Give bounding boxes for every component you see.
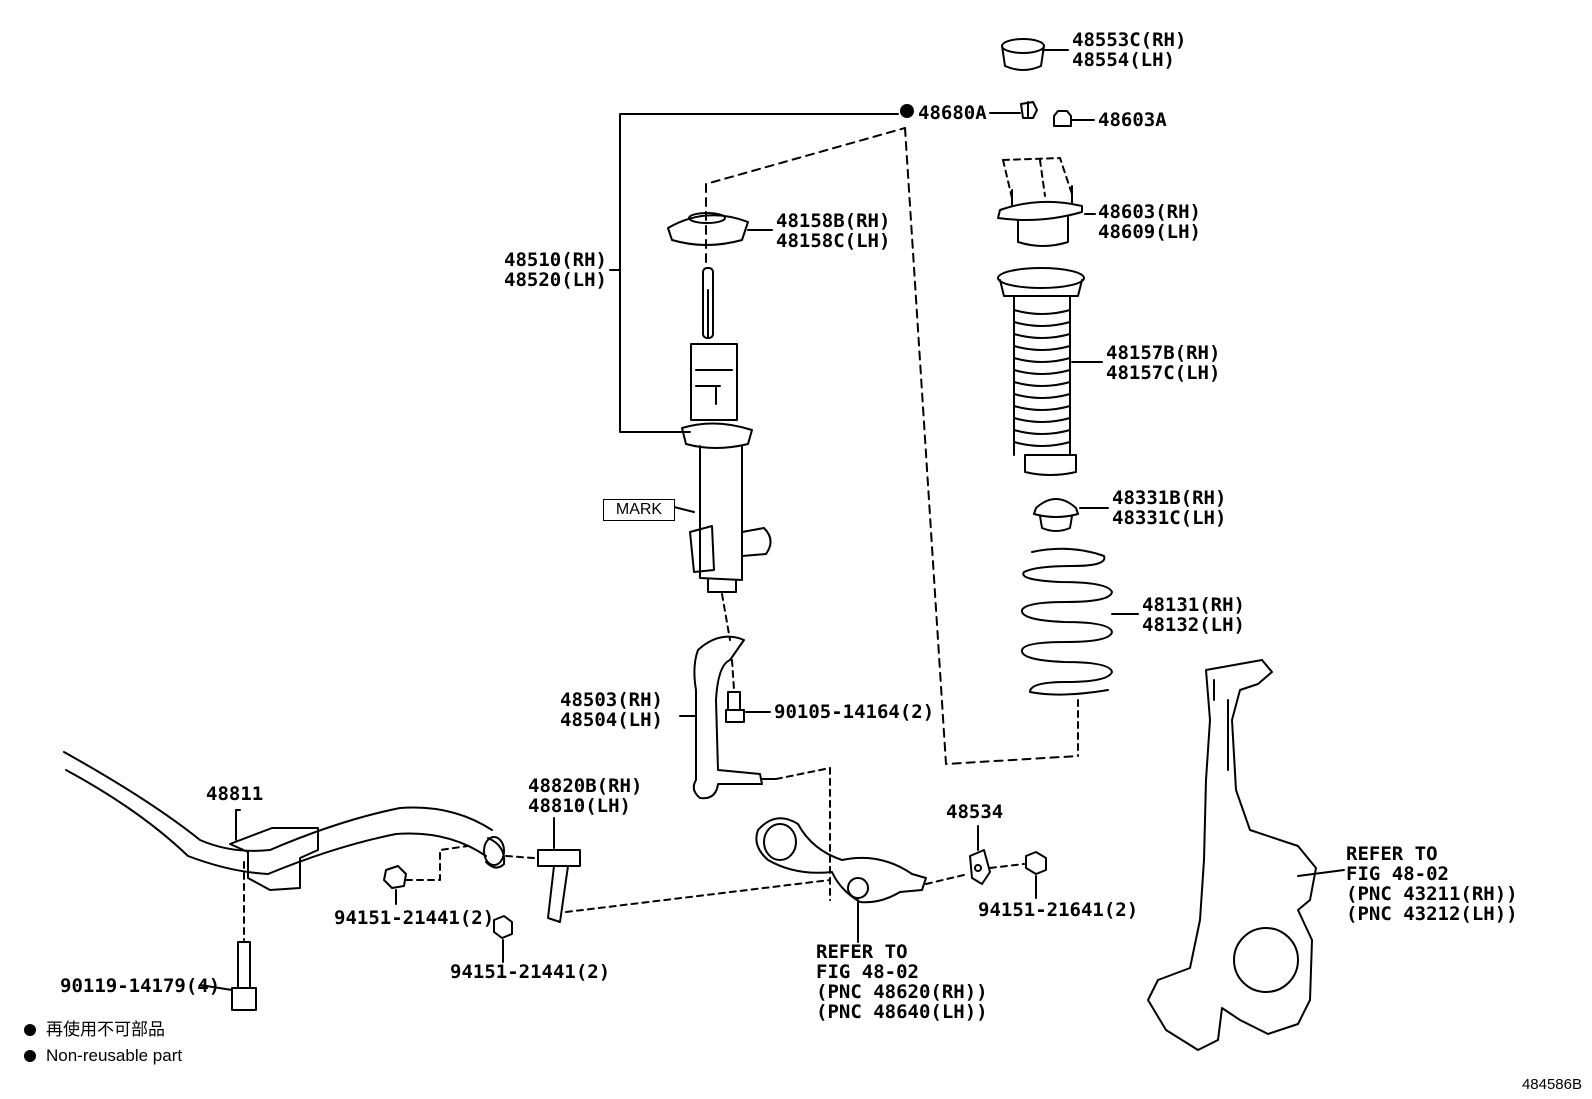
label-stabilizer-link: 48820B(RH)48810(LH): [528, 775, 643, 817]
legend-row-japanese: 再使用不可部品: [24, 1020, 165, 1040]
nut-48603a-part: [1053, 110, 1095, 127]
label-bracket-nut: 94151-21641(2): [978, 899, 1139, 921]
label-strut-fork: 48503(RH)48504(LH): [560, 689, 663, 731]
steering-knuckle-part: [1147, 659, 1345, 1051]
label-upper-seat: 48158B(RH)48158C(LH): [776, 210, 891, 252]
label-shock-absorber: 48510(RH)48520(LH): [504, 249, 607, 291]
label-bracket: 48534: [946, 801, 1004, 823]
label-coil-spring: 48131(RH)48132(LH): [1142, 594, 1245, 636]
label-stabilizer-bar: 48811: [206, 783, 264, 805]
dust-boot-part: [997, 267, 1103, 476]
lower-arm-part: [755, 817, 969, 943]
label-nut-48603a: 48603A: [1098, 109, 1167, 131]
legend-text-english: Non-reusable part: [46, 1046, 183, 1065]
shock-leader: [609, 113, 899, 433]
nut-48680a-part: [989, 101, 1038, 119]
stabilizer-link-part: [505, 817, 831, 923]
label-bracket-bolt: 90119-14179(4): [60, 975, 221, 997]
legend-row-english: Non-reusable part: [24, 1046, 182, 1066]
label-mount-cap: 48553C(RH)48554(LH): [1072, 29, 1187, 71]
illustration-id: 484586B: [1521, 1076, 1582, 1093]
bracket-48534-part: [969, 825, 1025, 885]
label-upper-support: 48603(RH)48609(LH): [1098, 201, 1201, 243]
bracket-nut-part: [1025, 851, 1047, 899]
bracket-bolt-part: [199, 941, 257, 1011]
stabilizer-bar-part: [63, 751, 506, 941]
legend-dot-icon: [24, 1024, 36, 1036]
label-bumper: 48331B(RH)48331C(LH): [1112, 487, 1227, 529]
nut-guide-dashed: [904, 127, 1079, 765]
mount-cap-part: [1001, 38, 1069, 71]
upper-seat-part: [667, 127, 906, 263]
non-reusable-dot-icon: [900, 104, 914, 118]
coil-spring-part: [1021, 547, 1139, 757]
label-dust-boot: 48157B(RH)48157C(LH): [1106, 342, 1221, 384]
mark-label: MARK: [603, 499, 675, 521]
fork-bolt-part: [725, 659, 771, 723]
label-link-nut-lower: 94151-21441(2): [450, 961, 611, 983]
legend-dot-icon: [24, 1050, 36, 1062]
bumper-part: [1033, 498, 1109, 532]
upper-support-part: [997, 157, 1096, 247]
label-fork-bolt: 90105-14164(2): [774, 701, 935, 723]
legend-text-japanese: 再使用不可部品: [46, 1020, 165, 1039]
label-link-nut-upper: 94151-21441(2): [334, 907, 495, 929]
link-nut-lower-part: [493, 915, 513, 963]
link-nut-upper-part: [383, 845, 469, 905]
shock-absorber-part: [673, 267, 772, 641]
label-nut-48680a: 48680A: [918, 102, 987, 124]
strut-fork-part: [679, 635, 831, 901]
